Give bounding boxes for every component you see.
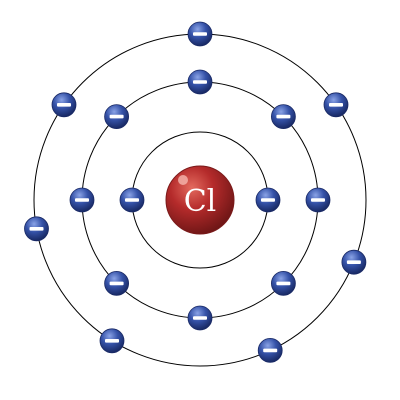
electrons	[24, 21, 367, 363]
minus-sign-icon	[346, 260, 361, 264]
minus-sign-icon	[276, 281, 291, 286]
nucleus-highlight	[178, 175, 188, 185]
minus-sign-icon	[329, 103, 343, 107]
electron	[341, 249, 367, 275]
minus-sign-icon	[29, 227, 44, 231]
minus-sign-icon	[109, 114, 124, 119]
minus-sign-icon	[311, 198, 325, 202]
electron	[255, 187, 281, 213]
minus-sign-icon	[109, 281, 124, 286]
electron	[104, 104, 129, 129]
minus-sign-icon	[276, 114, 291, 119]
electron	[305, 187, 331, 213]
nucleus: Cl	[165, 165, 235, 235]
electron	[69, 187, 95, 213]
electron	[270, 104, 296, 129]
minus-sign-icon	[105, 339, 119, 343]
electron	[187, 69, 213, 95]
electron	[119, 187, 145, 213]
minus-sign-icon	[193, 316, 207, 320]
electron	[187, 305, 213, 331]
electron	[270, 270, 296, 296]
electron	[24, 216, 49, 242]
electron	[257, 337, 283, 363]
minus-sign-icon	[261, 198, 275, 202]
minus-sign-icon	[193, 80, 207, 84]
element-symbol: Cl	[184, 184, 217, 219]
electron	[323, 92, 349, 118]
electron	[187, 21, 213, 47]
minus-sign-icon	[125, 198, 139, 202]
electron	[99, 328, 125, 354]
minus-sign-icon	[193, 32, 207, 36]
minus-sign-icon	[263, 348, 278, 353]
electron	[51, 92, 77, 118]
electron	[104, 270, 129, 296]
minus-sign-icon	[57, 103, 71, 107]
minus-sign-icon	[75, 198, 89, 202]
